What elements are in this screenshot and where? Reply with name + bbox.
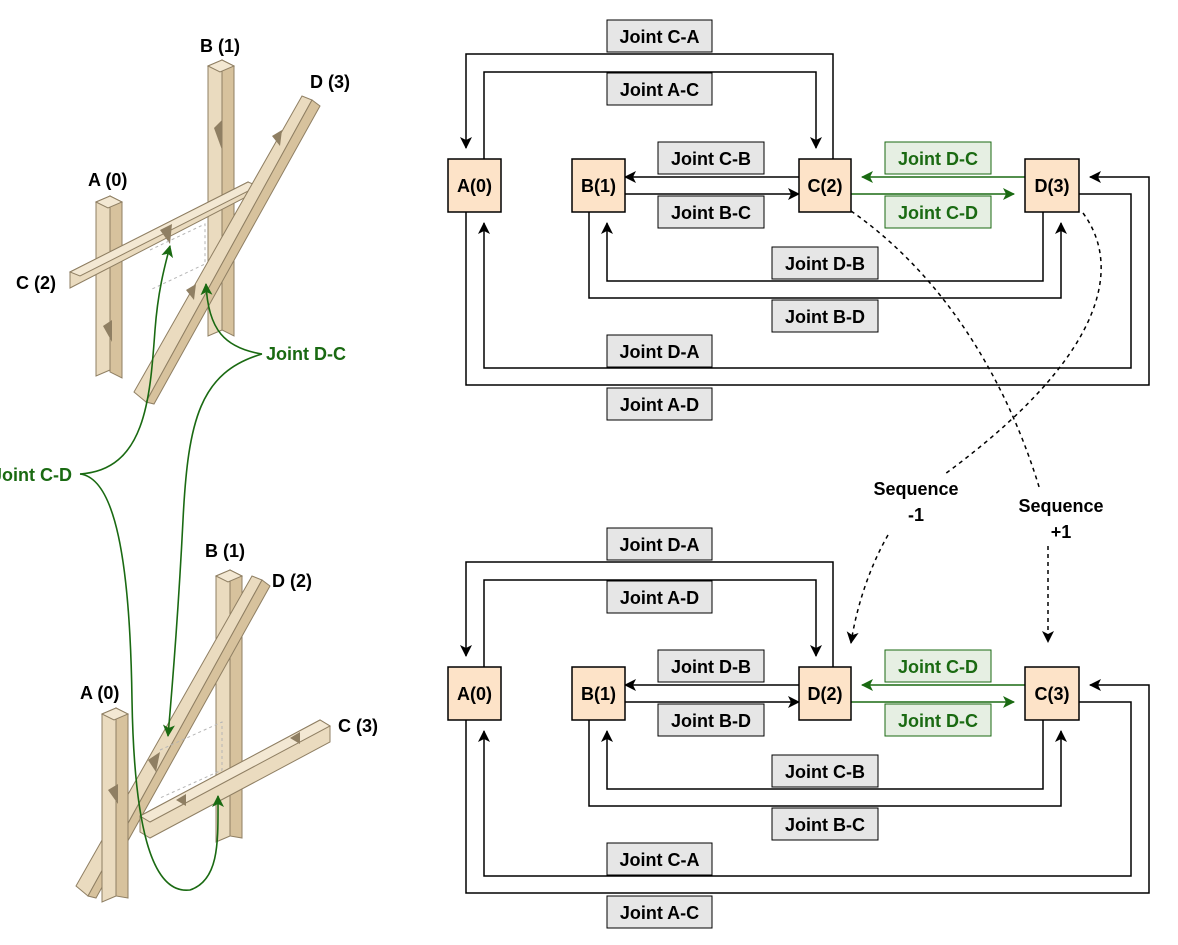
sequence-minus-line1: Sequence xyxy=(873,479,958,499)
joint-box-outer-top xyxy=(606,19,713,53)
timber-model-top xyxy=(68,59,321,405)
joint-box-cd-b xyxy=(884,703,992,737)
joint-label-inner-bottom-b: Joint C-A xyxy=(620,850,700,870)
node-c-top-label: C(2) xyxy=(808,176,843,196)
node-c-bottom xyxy=(798,666,852,721)
joint-box-inner-bottom xyxy=(606,334,713,368)
joint-label-db: Joint D-B xyxy=(785,254,865,274)
node-a-bottom-label: A(0) xyxy=(457,684,492,704)
member-a-bottom xyxy=(100,707,130,903)
joint-label-cd-b: Joint D-C xyxy=(898,711,978,731)
joint-box-outer-bottom-b xyxy=(606,895,713,929)
node-a-top-label: A(0) xyxy=(457,176,492,196)
sequence-plus-line2: +1 xyxy=(1051,522,1072,542)
label-d-top: D (3) xyxy=(310,72,350,92)
joint-box-bd xyxy=(771,299,879,333)
node-b-bottom xyxy=(571,666,626,721)
green-callouts xyxy=(79,245,263,891)
joint-label-dc: Joint D-C xyxy=(898,149,978,169)
joint-box-db-b xyxy=(771,754,879,788)
member-d-top xyxy=(133,95,321,405)
node-b-top xyxy=(571,158,626,213)
joint-box-cd xyxy=(884,195,992,229)
joint-label-cb: Joint C-B xyxy=(671,149,751,169)
joint-label-bd-b: Joint B-C xyxy=(785,815,865,835)
joint-label-bd: Joint B-D xyxy=(785,307,865,327)
joint-box-outer-top-b xyxy=(606,527,713,561)
joint-label-outer-top-b: Joint D-A xyxy=(620,535,700,555)
label-b-top: B (1) xyxy=(200,36,240,56)
graph-bottom: A(0) B(1) D(2) C(3) Joint D-A Joint A-D … xyxy=(447,527,1150,929)
graph-top: A(0) B(1) C(2) D(3) Joint C-A Joint A-C … xyxy=(447,19,1150,421)
joint-box-dc xyxy=(884,141,992,175)
callout-joint-left: Joint C-D xyxy=(0,465,72,485)
sequence-plus-line1: Sequence xyxy=(1018,496,1103,516)
label-d-bottom: D (2) xyxy=(272,571,312,591)
node-d-bottom-label: C(3) xyxy=(1035,684,1070,704)
member-c-top xyxy=(68,181,260,289)
joint-label-inner-bottom: Joint D-A xyxy=(620,342,700,362)
joint-label-cb-b: Joint D-B xyxy=(671,657,751,677)
timber-model-bottom xyxy=(75,569,332,903)
label-b-bottom: B (1) xyxy=(205,541,245,561)
joint-box-outer-bottom xyxy=(606,387,713,421)
sequence-minus-line2: -1 xyxy=(908,505,924,525)
label-c-top: C (2) xyxy=(16,273,56,293)
joint-label-inner-top: Joint A-C xyxy=(620,80,699,100)
joint-box-cb xyxy=(657,141,765,175)
member-a-top xyxy=(94,195,124,379)
joint-box-inner-top xyxy=(606,72,713,106)
joint-label-outer-bottom: Joint A-D xyxy=(620,395,699,415)
joint-box-bc xyxy=(657,195,765,229)
node-b-bottom-label: B(1) xyxy=(581,684,616,704)
callout-joint-top: Joint D-C xyxy=(266,344,346,364)
node-a-bottom xyxy=(447,666,502,721)
joint-box-inner-bottom-b xyxy=(606,842,713,876)
node-d-top-label: D(3) xyxy=(1035,176,1070,196)
joint-label-outer-bottom-b: Joint A-C xyxy=(620,903,699,923)
joint-box-cb-b xyxy=(657,649,765,683)
joint-box-inner-top-b xyxy=(606,580,713,614)
joint-label-cd: Joint C-D xyxy=(898,203,978,223)
joint-box-dc-b xyxy=(884,649,992,683)
joint-box-db xyxy=(771,246,879,280)
node-c-top xyxy=(798,158,852,213)
sequence-arrows xyxy=(846,210,1102,644)
member-c-bottom xyxy=(138,719,332,839)
label-a-bottom: A (0) xyxy=(80,683,119,703)
joint-label-bc-b: Joint B-D xyxy=(671,711,751,731)
node-d-top xyxy=(1024,158,1080,213)
joint-box-bd-b xyxy=(771,807,879,841)
joint-label-inner-top-b: Joint A-D xyxy=(620,588,699,608)
joint-label-bc: Joint B-C xyxy=(671,203,751,223)
joint-box-bc-b xyxy=(657,703,765,737)
joint-label-db-b: Joint C-B xyxy=(785,762,865,782)
node-b-top-label: B(1) xyxy=(581,176,616,196)
node-a-top xyxy=(447,158,502,213)
joint-label-outer-top: Joint C-A xyxy=(620,27,700,47)
node-d-bottom xyxy=(1024,666,1080,721)
label-c-bottom: C (3) xyxy=(338,716,378,736)
node-c-bottom-label: D(2) xyxy=(808,684,843,704)
label-a-top: A (0) xyxy=(88,170,127,190)
joint-label-dc-b: Joint C-D xyxy=(898,657,978,677)
